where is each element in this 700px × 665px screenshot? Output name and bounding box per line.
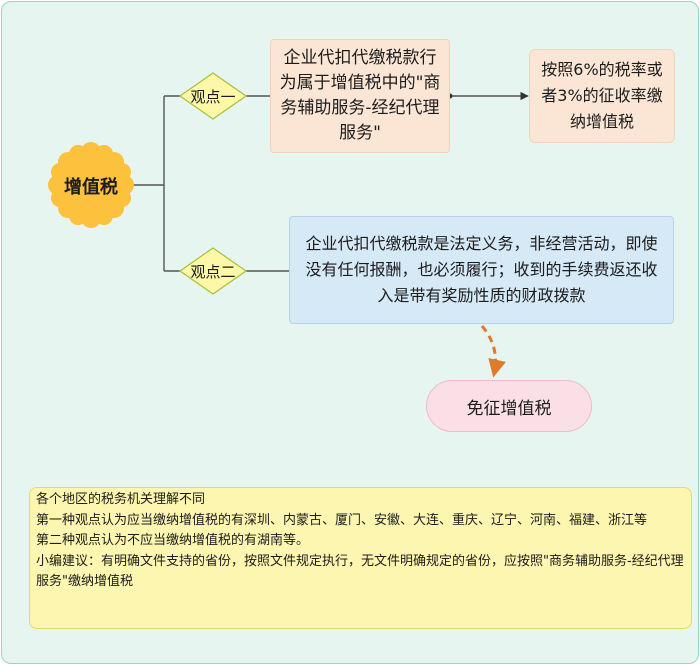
view1-result-box: 按照6%的税率或者3%的征收率缴纳增值税 bbox=[529, 49, 675, 143]
note-line: 第一种观点认为应当缴纳增值税的有深圳、内蒙古、厦门、安徽、大连、重庆、辽宁、河南… bbox=[36, 512, 648, 528]
view1-description-box: 企业代扣代缴税款行为属于增值税中的"商务辅助服务-经纪代理服务" bbox=[270, 39, 450, 153]
view1-label: 观点一 bbox=[190, 87, 236, 106]
view1-result-text: 按照6%的税率或者3%的征收率缴纳增值税 bbox=[541, 60, 663, 131]
note-line: 各个地区的税务机关理解不同 bbox=[36, 492, 206, 507]
view1-diamond bbox=[178, 72, 248, 120]
root-flower-shape bbox=[48, 142, 134, 228]
view2-description-box: 企业代扣代缴税款是法定义务，非经营活动，即使没有任何报酬，也必须履行；收到的手续… bbox=[289, 216, 674, 324]
view2-result-text: 免征增值税 bbox=[466, 398, 552, 419]
view2-result-arrow bbox=[480, 325, 506, 378]
note-line: 小编建议：有明确文件支持的省份，按照文件规定执行，无文件明确规定的省份，应按照"… bbox=[36, 553, 684, 590]
view1-description-text: 企业代扣代缴税款行为属于增值税中的"商务辅助服务-经纪代理服务" bbox=[279, 48, 441, 143]
view2-result-box: 免征增值税 bbox=[426, 380, 592, 432]
note-line: 第二种观点认为不应当缴纳增值税的有湖南等。 bbox=[36, 533, 310, 548]
root-label: 增值税 bbox=[64, 177, 118, 198]
view2-label: 观点二 bbox=[190, 262, 236, 281]
view2-description-text: 企业代扣代缴税款是法定义务，非经营活动，即使没有任何报酬，也必须履行；收到的手续… bbox=[305, 234, 658, 305]
root-branch-line bbox=[132, 95, 180, 272]
view2-diamond bbox=[178, 247, 248, 295]
note-box: 各个地区的税务机关理解不同 第一种观点认为应当缴纳增值税的有深圳、内蒙古、厦门、… bbox=[29, 487, 692, 629]
